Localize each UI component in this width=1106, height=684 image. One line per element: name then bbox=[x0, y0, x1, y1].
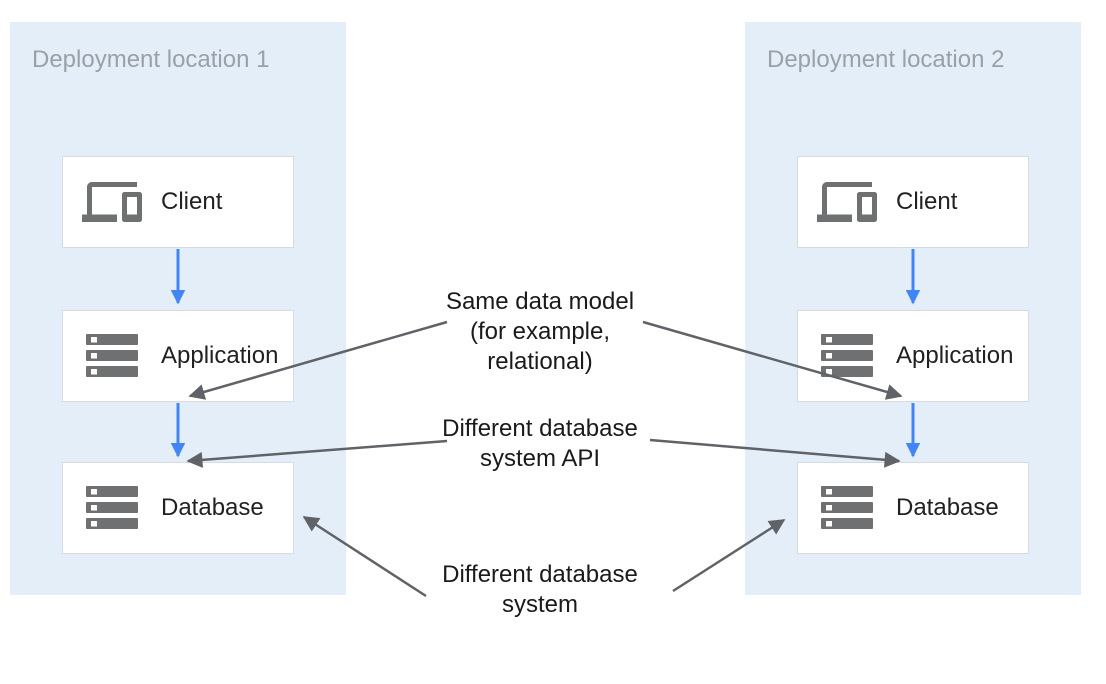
devices-icon bbox=[816, 172, 878, 232]
annotation-line: Same data model bbox=[445, 288, 635, 315]
annotation-line: Different database bbox=[442, 561, 638, 588]
node-database: Database bbox=[797, 462, 1029, 554]
annotation-line: system API bbox=[479, 445, 601, 472]
panel-title: Deployment location 1 bbox=[32, 46, 270, 73]
node-label: Application bbox=[896, 342, 1014, 369]
annotation-different-db-system: Different database system bbox=[400, 560, 680, 620]
node-database: Database bbox=[62, 462, 294, 554]
deployment-location-2-panel: Deployment location 2 Client bbox=[745, 22, 1081, 595]
node-client: Client bbox=[62, 156, 294, 248]
annotation-line: system bbox=[501, 591, 578, 618]
panel-title: Deployment location 2 bbox=[767, 46, 1005, 73]
storage-icon bbox=[81, 486, 143, 530]
node-application: Application bbox=[797, 310, 1029, 402]
annotation-line: relational) bbox=[487, 348, 593, 375]
annotation-different-db-system-api: Different database system API bbox=[400, 414, 680, 474]
node-label: Database bbox=[896, 494, 999, 521]
node-client: Client bbox=[797, 156, 1029, 248]
node-label: Client bbox=[896, 188, 958, 215]
storage-icon bbox=[81, 334, 143, 378]
node-application: Application bbox=[62, 310, 294, 402]
annotation-line: (for example, bbox=[469, 318, 611, 345]
devices-icon bbox=[81, 172, 143, 232]
node-label: Database bbox=[161, 494, 264, 521]
deployment-location-1-panel: Deployment location 1 Client bbox=[10, 22, 346, 595]
node-label: Application bbox=[161, 342, 279, 369]
annotation-line: Different database bbox=[442, 415, 638, 442]
annotation-same-data-model: Same data model (for example, relational… bbox=[400, 287, 680, 377]
storage-icon bbox=[816, 334, 878, 378]
node-label: Client bbox=[161, 188, 223, 215]
storage-icon bbox=[816, 486, 878, 530]
